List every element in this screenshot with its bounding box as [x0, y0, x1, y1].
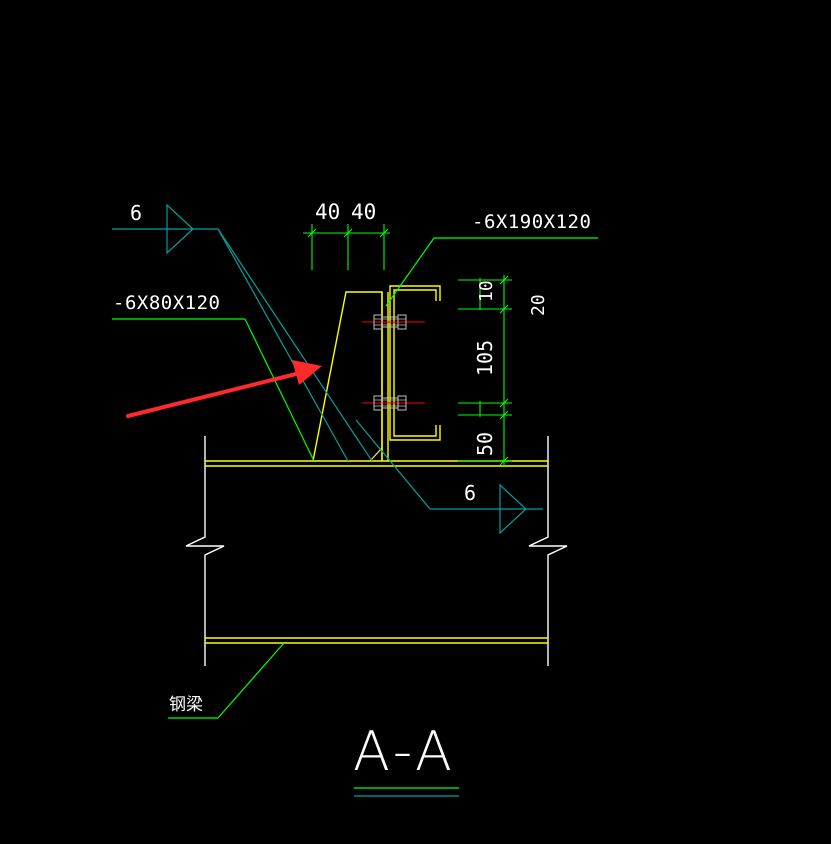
dimension-right — [458, 275, 512, 466]
dimension-top — [303, 224, 390, 270]
dim-top-2-label: 40 — [351, 200, 376, 224]
plate-leader-right — [385, 237, 598, 307]
dim-right-1-label: 10 — [476, 280, 497, 302]
dim-top-1-label: 40 — [315, 200, 340, 224]
base-weld-fillet — [369, 447, 383, 462]
dim-right-4-label: 50 — [473, 432, 497, 456]
stiffener-plate — [312, 291, 383, 462]
beam-left-break-line — [185, 436, 225, 666]
plate-leader-left — [112, 318, 315, 462]
weld-size-label-right: 6 — [464, 481, 476, 505]
dim-right-3-label: 105 — [473, 340, 497, 376]
bolt-lower — [362, 395, 425, 411]
plate-label-right: -6X190X120 — [472, 211, 591, 233]
c-channel-purlin — [389, 285, 441, 441]
section-title: A-A — [353, 720, 456, 783]
dim-right-2-label: 20 — [528, 294, 549, 316]
section-title-underline — [354, 787, 459, 797]
weld-leader-left — [112, 203, 373, 462]
beam-label: 钢梁 — [169, 695, 203, 715]
weld-size-label-left: 6 — [130, 201, 142, 225]
beam-right-break-line — [528, 436, 568, 666]
weld-leader-right — [355, 419, 543, 535]
beam-bottom-flange — [205, 637, 548, 644]
red-annotation-arrow — [126, 360, 322, 418]
plate-label-left: -6X80X120 — [113, 292, 220, 314]
steel-beam — [185, 436, 568, 666]
beam-top-flange — [205, 460, 548, 467]
bolt-upper — [362, 314, 425, 330]
beam-leader — [168, 642, 285, 719]
